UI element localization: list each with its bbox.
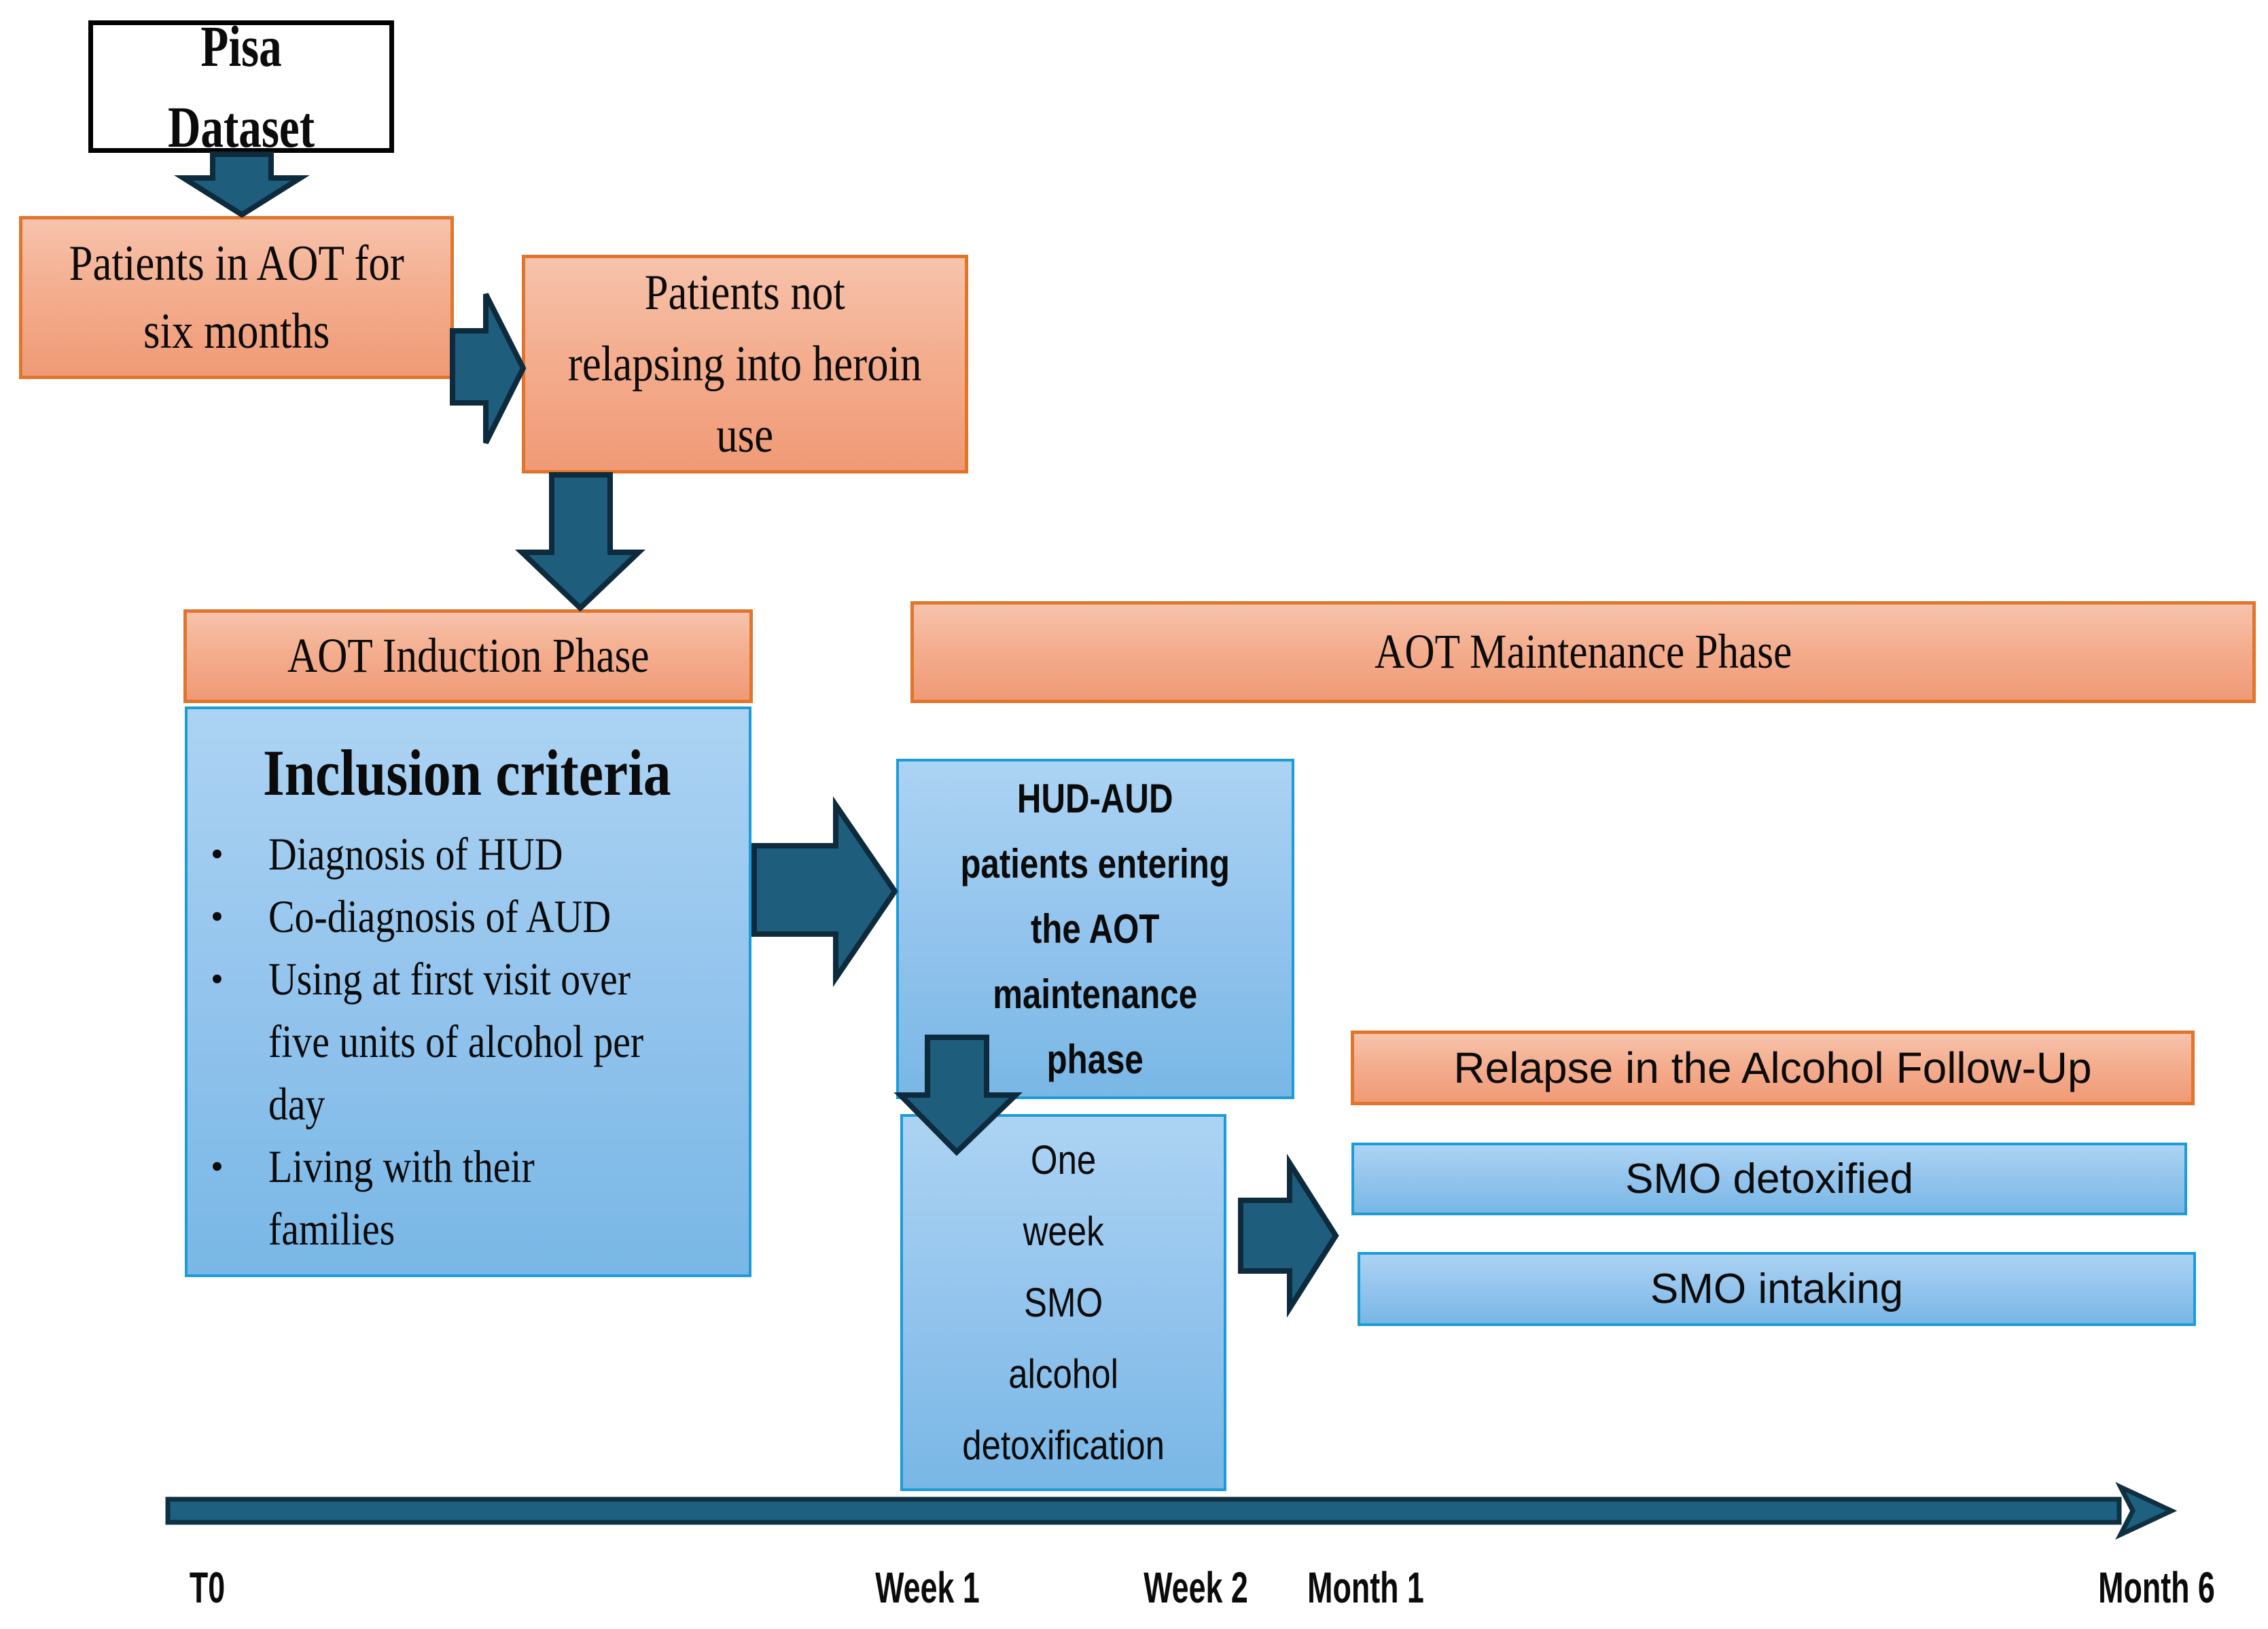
bullet-icon: • [211,1146,224,1187]
timeline-label-month1: Month 1 [1307,1563,1424,1612]
inclusion-bullet-item: • Using at first visit over five units o… [205,948,738,1135]
node-patients-in-aot: Patients in AOT for six months [19,216,454,379]
inclusion-bullet-item: • Living with their families [205,1135,738,1260]
node-patients-in-aot-label: Patients in AOT for six months [69,236,404,359]
inclusion-bullet-2: Co-diagnosis of AUD [268,891,612,942]
inclusion-bullet-item: • Co-diagnosis of AUD [205,885,738,948]
header-aot-induction-phase-label: AOT Induction Phase [287,628,650,683]
node-smo-intaking-label: SMO intaking [1650,1265,1904,1312]
node-patients-not-relapsing-label: Patients not relapsing into heroin use [568,264,922,463]
bullet-icon: • [211,896,224,937]
arrow-right-icon-inclusion-to-hud-aud [751,796,898,988]
node-one-week-smo-detox: One week SMO alcohol detoxification [900,1114,1226,1491]
node-hud-aud-patients: HUD-AUD patients entering the AOT mainte… [896,759,1294,1099]
node-hud-aud-patients-label: HUD-AUD patients entering the AOT mainte… [960,775,1230,1082]
node-one-week-smo-detox-label: One week SMO alcohol detoxification [962,1137,1165,1468]
timeline-axis-bar [165,1497,2122,1525]
node-pisa-dataset-label: Pisa Dataset [167,13,315,160]
bullet-icon: • [211,959,224,999]
arrow-right-icon-patients-to-not-relapsing [450,293,527,444]
inclusion-bullet-4: Living with their families [268,1141,535,1255]
inclusion-criteria-title: Inclusion criteria [263,736,671,809]
inclusion-bullet-3: Using at first visit over five units of … [268,953,644,1130]
arrow-down-icon-not-relapsing-to-induction [515,472,645,612]
header-relapse-alcohol-follow-up-label: Relapse in the Alcohol Follow-Up [1453,1043,2092,1092]
node-pisa-dataset: Pisa Dataset [88,14,394,160]
timeline-label-month6: Month 6 [2098,1563,2215,1612]
header-aot-induction-phase: AOT Induction Phase [183,609,753,703]
inclusion-criteria-content: Inclusion criteria • Diagnosis of HUD • … [185,706,751,1277]
bullet-icon: • [211,834,224,874]
timeline-label-week1: Week 1 [875,1563,980,1612]
inclusion-bullet-1: Diagnosis of HUD [268,828,563,880]
inclusion-bullet-item: • Diagnosis of HUD [205,823,738,885]
node-inclusion-criteria [185,706,751,1277]
timeline-arrowhead-icon [2115,1482,2178,1540]
arrow-right-icon-one-week-to-smo [1238,1153,1339,1318]
timeline-label-week2: Week 2 [1144,1563,1248,1612]
header-aot-maintenance-phase-label: AOT Maintenance Phase [1374,624,1792,679]
node-patients-not-relapsing: Patients not relapsing into heroin use [522,255,968,473]
timeline-label-t0: T0 [189,1563,226,1612]
header-relapse-alcohol-follow-up: Relapse in the Alcohol Follow-Up [1351,1031,2195,1105]
node-smo-detoxified-label: SMO detoxified [1625,1155,1913,1202]
node-smo-detoxified: SMO detoxified [1351,1143,2187,1215]
header-aot-maintenance-phase: AOT Maintenance Phase [910,601,2256,703]
node-smo-intaking: SMO intaking [1358,1252,2196,1326]
